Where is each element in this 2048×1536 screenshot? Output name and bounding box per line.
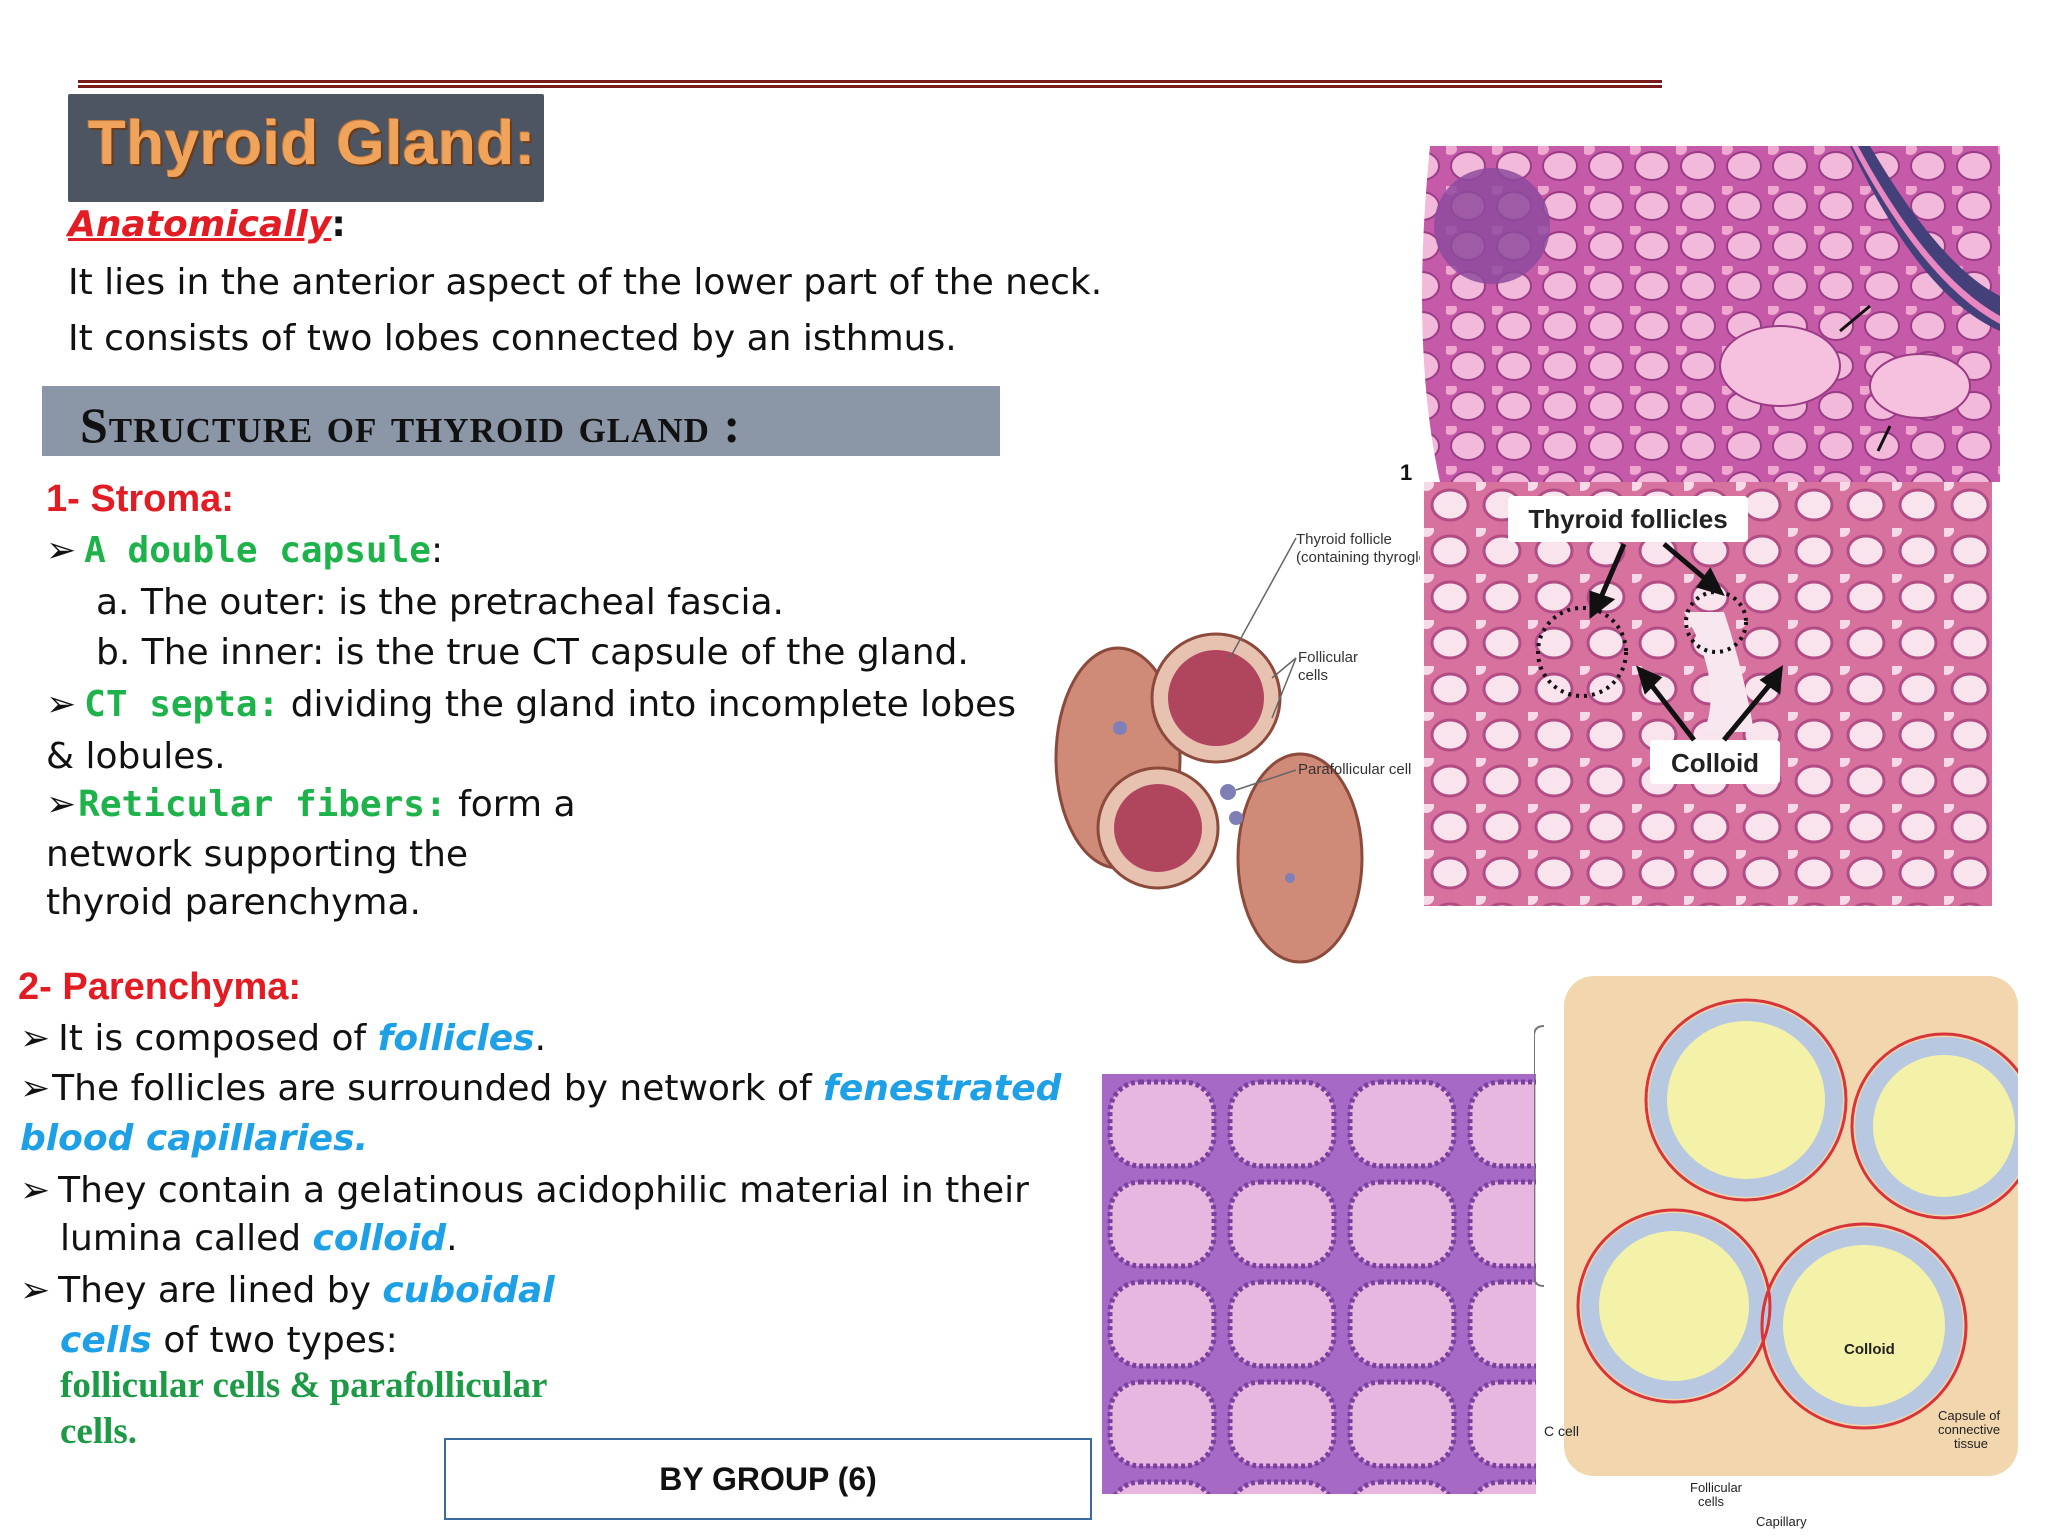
p1-follicles: follicles [377,1018,535,1059]
label-colloid: Colloid [1671,748,1759,778]
reticular-text-3: thyroid parenchyma. [46,882,421,923]
anatomy-line-2: It consists of two lobes connected by an… [68,318,957,359]
diagram-label-follicle-sub: (containing thyroglobulin) [1296,549,1420,566]
p4-cell-types: follicular cells & parafollicular [60,1365,548,1406]
schematic-label-c-cell: C cell [1544,1423,1579,1439]
p1-text: It is composed of [58,1018,378,1059]
micrograph-labeled-image: Thyroid follicles Colloid [1424,482,1992,906]
parenchyma-heading: 2- Parenchyma: [18,966,302,1008]
follicle-schematic: C cell Colloid Capsule of connective tis… [1533,976,2038,1532]
p2-fenestrated: fenestrated [823,1068,1062,1109]
reticular-text: form a [446,784,576,825]
anatomy-line-1: It lies in the anterior aspect of the lo… [68,262,1103,303]
footer-credit: BY GROUP (6) [659,1460,877,1497]
p3-text: They contain a gelatinous acidophilic ma… [58,1170,1029,1211]
stroma-heading: 1- Stroma: [46,478,234,520]
micrograph-high-power [1102,1074,1536,1494]
diagram-label-follicle: Thyroid follicle [1296,531,1392,548]
septa-text-2: & lobules. [46,736,226,777]
parenchyma-point-2: ➢The follicles are surrounded by network… [20,1068,1061,1109]
septa-text: dividing the gland into incomplete lobes [279,684,1016,725]
p4-text: They are lined by [58,1270,383,1311]
septa-bullet: ➢CT septa: dividing the gland into incom… [46,684,1016,725]
parenchyma-point-4: ➢They are lined by cuboidal [20,1270,555,1311]
micrograph-low-power-image [1422,146,2000,482]
parenchyma-point-3: ➢They contain a gelatinous acidophilic m… [20,1170,1029,1211]
capsule-colon: : [430,530,444,571]
structure-banner [42,386,1000,456]
diagram-label-follicular: Follicular [1298,649,1358,666]
parenchyma-point-4b: cells of two types: [60,1320,398,1361]
micrograph-low-power [1400,146,2000,482]
follicle-diagram-image: Thyroid follicle (containing thyroglobul… [1054,531,1464,964]
p3-colloid: colloid [312,1218,447,1259]
capsule-item-b: b. The inner: is the true CT capsule of … [96,632,969,673]
anatomically-colon: : [331,204,346,245]
schematic-label-capsule-3: tissue [1954,1436,1988,1451]
septa-label: CT septa: [84,684,280,725]
top-divider [78,80,1662,88]
follicle-schematic-image: C cell Colloid Capsule of connective tis… [1533,976,2038,1529]
page-title: Thyroid Gland: [88,109,536,178]
anatomically-label: Anatomically [68,204,332,245]
schematic-label-colloid: Colloid [1844,1341,1895,1358]
p1-end: . [534,1018,547,1059]
reticular-bullet: ➢Reticular fibers: form a [46,784,576,825]
micrograph-high-power-image [1102,1074,1536,1494]
arrow-bullet-icon: ➢ [20,1018,51,1059]
p4-cuboidal: cuboidal [382,1270,555,1311]
arrow-bullet-icon: ➢ [46,530,77,571]
figure-number: 1 [1400,460,1413,485]
schematic-label-capsule: Capsule of [1938,1408,2001,1423]
arrow-bullet-icon: ➢ [46,684,77,725]
p4-cells: cells [60,1320,152,1361]
arrow-bullet-icon: ➢ [20,1068,51,1109]
p4-cell-types-2: cells. [60,1411,138,1452]
parenchyma-point-1: ➢It is composed of follicles. [20,1018,546,1059]
diagram-label-parafollicular: Parafollicular cell [1298,761,1411,778]
micrograph-labeled: Thyroid follicles Colloid [1424,482,1992,906]
structure-heading: Structure of thyroid gland : [80,397,742,453]
arrow-bullet-icon: ➢ [20,1170,51,1211]
p3-text-2: lumina called [60,1218,313,1259]
reticular-label: Reticular fibers: [78,784,447,825]
schematic-label-follicular: Follicular [1690,1480,1743,1495]
footer-credit-box: BY GROUP (6) [444,1438,1092,1520]
p2-blood-capillaries: blood capillaries. [20,1118,369,1159]
anatomically-heading: Anatomically: [68,204,346,245]
capsule-label: A double capsule [84,530,431,571]
capsule-item-a: a. The outer: is the pretracheal fascia. [96,582,784,623]
p2-text: The follicles are surrounded by network … [52,1068,824,1109]
parenchyma-point-3b: lumina called colloid. [60,1218,458,1259]
schematic-label-follicular-2: cells [1698,1494,1725,1509]
follicle-diagram: Thyroid follicle (containing thyroglobul… [1040,528,1464,1008]
title-banner [68,94,544,202]
arrow-bullet-icon: ➢ [46,784,77,825]
p3-end: . [446,1218,458,1259]
schematic-label-capsule-2: connective [1938,1422,2000,1437]
schematic-label-capillary: Capillary [1756,1514,1807,1529]
reticular-text-2: network supporting the [46,834,469,875]
arrow-bullet-icon: ➢ [20,1270,51,1311]
label-thyroid-follicles: Thyroid follicles [1528,504,1727,534]
diagram-label-follicular-2: cells [1298,667,1328,684]
capsule-bullet: ➢A double capsule: [46,530,443,571]
p4-text-2: of two types: [151,1320,398,1361]
